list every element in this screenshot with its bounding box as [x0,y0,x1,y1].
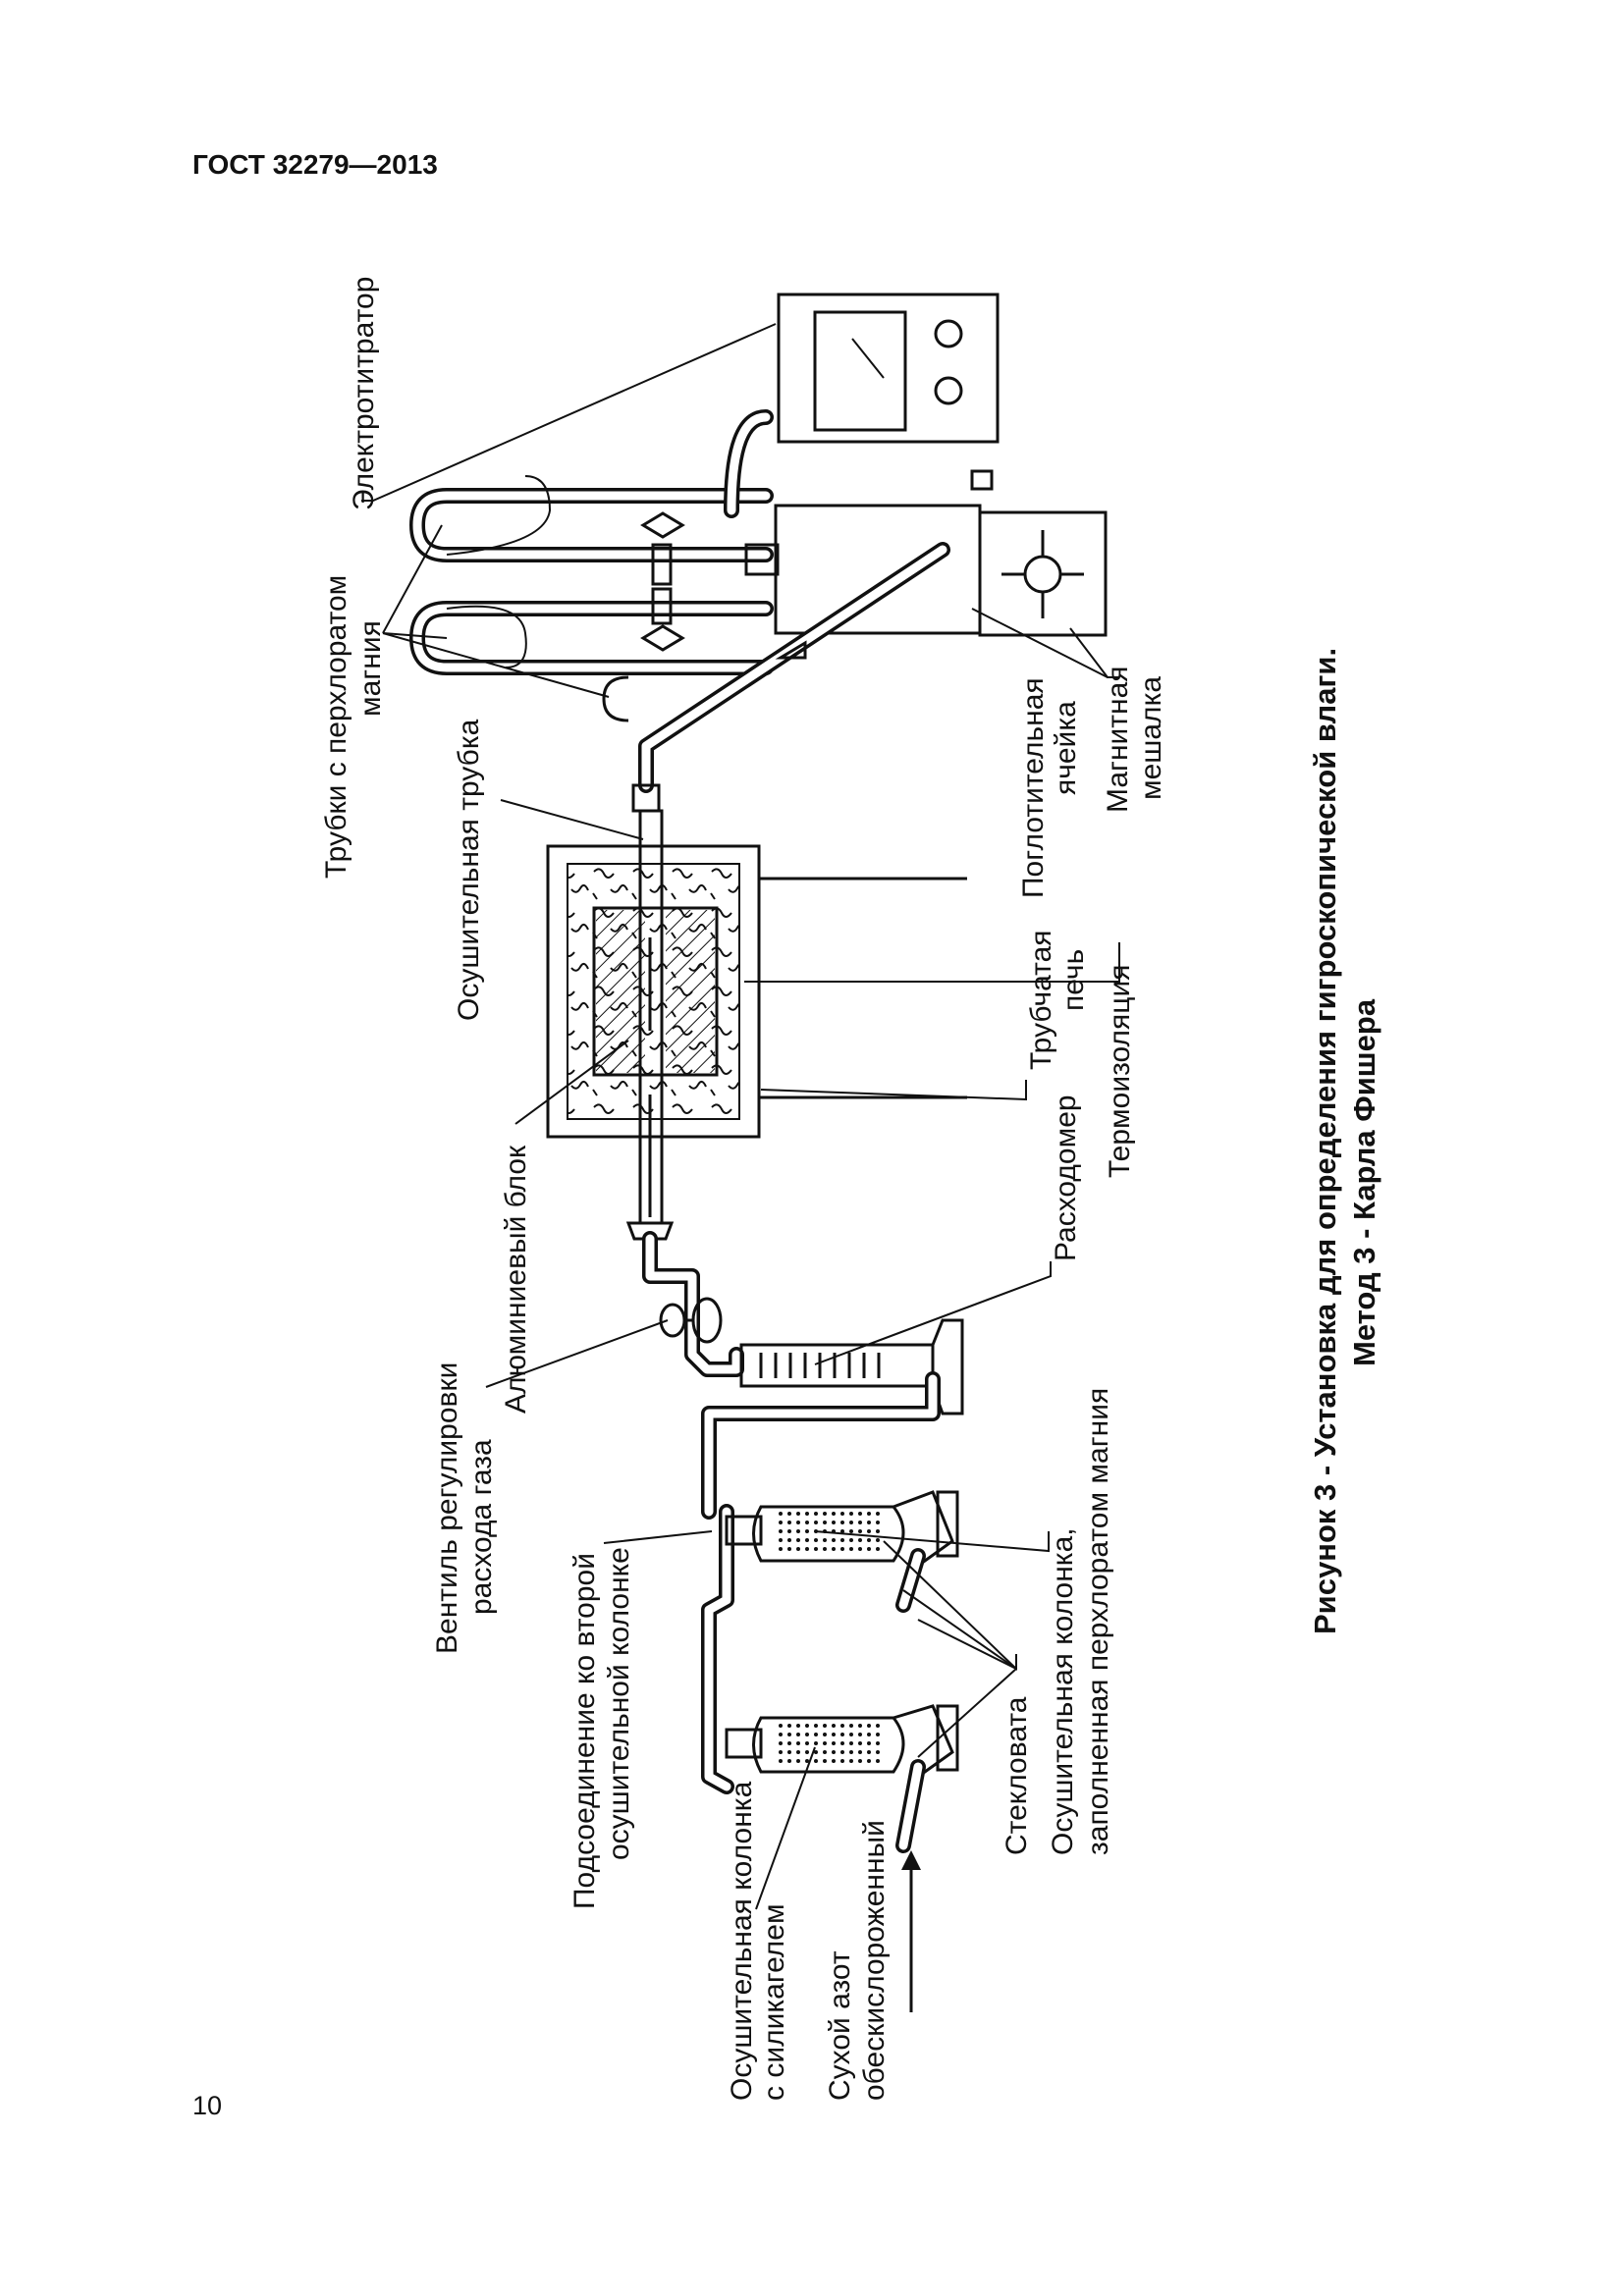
label-aluminium-block: Алюминиевый блок [500,1145,532,1414]
document-header: ГОСТ 32279—2013 [192,149,438,180]
leader-lines [361,323,1120,1910]
label-thermal-insulation: Термоизоляция [1104,965,1136,1178]
flowmeter [739,1318,964,1415]
connecting-tube-upper [631,542,950,813]
label-connection-line2: осушительной колонке [603,1547,635,1860]
column-tubing [701,1371,941,1794]
label-drying-column-silica-line2: с силикагелем [758,1903,790,2101]
drying-column-silica [725,1704,959,1853]
label-connection-line1: Подсоединение ко второй [568,1553,601,1909]
label-nitrogen-line1: Сухой азот [824,1950,856,2101]
perchlorate-tubes [409,475,774,722]
label-tube-furnace-line2: печь [1057,949,1090,1011]
label-perchlorate-tubes-line1: Трубки с перхлоратом [320,575,352,879]
figure-caption-line2: Метод 3 - Карла Фишера [1347,998,1381,1366]
electrotitrator [777,293,1000,444]
absorption-cell [724,409,994,635]
figure-caption-line1: Рисунок 3 - Установка для определения ги… [1308,648,1342,1634]
label-absorption-cell-line2: ячейка [1050,701,1082,795]
magnetic-stirrer [978,510,1108,637]
label-nitrogen-line2: обескислороженный [858,1820,891,2101]
label-drying-column-perchlorate-line2: заполненная перхлоратом магния [1082,1388,1114,1855]
label-drying-column-silica-line1: Осушительная колонка [726,1781,758,2101]
label-magnetic-stirrer-line1: Магнитная [1102,666,1134,813]
label-flowmeter: Расходомер [1050,1095,1082,1261]
nitrogen-inlet-arrow [901,1850,921,2012]
label-drying-tube: Осушительная трубка [453,719,485,1021]
label-perchlorate-tubes-line2: магния [354,620,387,717]
label-glass-wool: Стекловата [1001,1696,1033,1855]
label-magnetic-stirrer-line2: мешалка [1135,676,1167,800]
drying-column-perchlorate [725,1490,959,1613]
label-gas-valve-line1: Вентиль регулировки [431,1362,463,1654]
tube-furnace [546,844,967,1139]
label-electrotitrator: Электротитратор [348,277,380,510]
label-tube-furnace-line1: Трубчатая [1025,931,1057,1071]
drying-tube [625,809,675,1241]
label-gas-valve-line2: расхода газа [465,1439,498,1615]
label-drying-column-perchlorate-line1: Осушительная колонка, [1047,1527,1079,1855]
page-number: 10 [192,2091,223,2120]
gas-valve [642,1231,744,1377]
label-absorption-cell-line1: Поглотительная [1017,677,1050,898]
